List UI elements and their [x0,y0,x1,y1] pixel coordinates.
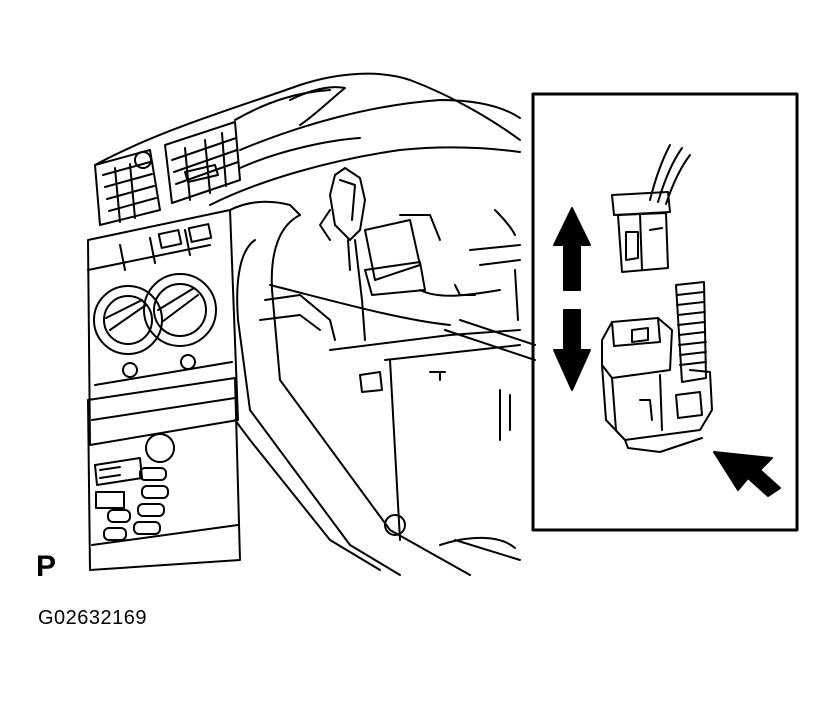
air-vent-center [165,122,240,203]
view-label: P [36,550,57,583]
audio-unit [88,378,240,570]
climate-knob-right [144,274,216,346]
upper-connector-plug [612,145,690,272]
air-vent-left [95,150,160,225]
climate-knob-left [94,286,162,354]
wire-clip [320,168,365,340]
figure-code: G02632169 [38,607,148,629]
lower-connector-socket [602,282,712,452]
arrow-up-icon [554,208,590,290]
dashboard-line-art [88,74,520,575]
callout-leader [445,320,535,360]
pointer-arrow-icon [714,452,780,496]
dash-frame-brace [230,202,520,575]
arrow-down-icon [554,310,590,390]
inset-detail-box [533,94,797,530]
